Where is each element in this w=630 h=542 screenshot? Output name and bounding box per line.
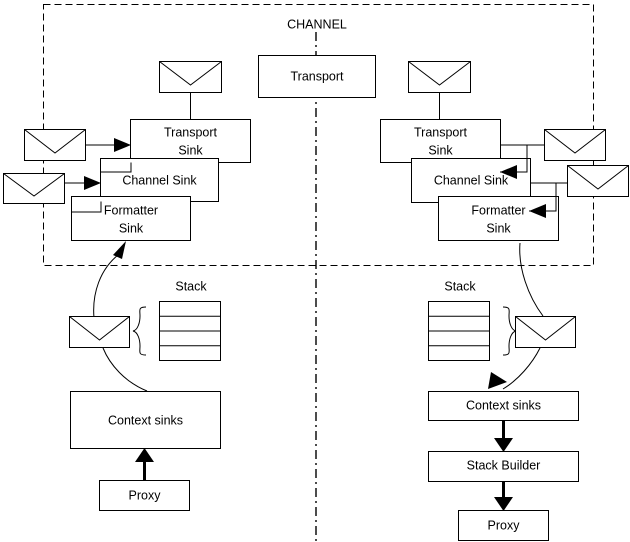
right-stack-builder-node[interactable]: Stack Builder bbox=[428, 451, 579, 482]
transport-label: Transport bbox=[290, 69, 344, 83]
right-formatter-sink-label-2: Sink bbox=[486, 221, 511, 235]
right-formatter-sink-label-1: Formatter bbox=[471, 203, 525, 217]
envelope-flap-icon bbox=[567, 165, 629, 190]
left-proxy-node[interactable]: Proxy bbox=[99, 480, 190, 511]
left-transport-sink-node[interactable]: Transport Sink bbox=[130, 119, 251, 163]
left-context-sinks-label: Context sinks bbox=[108, 413, 183, 427]
envelope-flap-icon bbox=[544, 129, 606, 154]
right-transport-sink-box[interactable] bbox=[380, 119, 501, 163]
left-context-sinks-node[interactable]: Context sinks bbox=[70, 391, 221, 449]
left-formatter-sink-box[interactable] bbox=[71, 196, 191, 241]
right-upper-message-envelope[interactable] bbox=[544, 129, 606, 161]
envelope-icon[interactable] bbox=[567, 165, 629, 197]
right-channel-sink-box[interactable] bbox=[411, 158, 531, 203]
arrow-head-icon bbox=[494, 438, 513, 452]
left-channel-to-formatter-elbow bbox=[72, 201, 102, 213]
envelope-icon[interactable] bbox=[3, 173, 65, 204]
curly-brace-icon bbox=[502, 306, 517, 356]
left-transport-sink-box[interactable] bbox=[130, 119, 251, 163]
envelope-icon[interactable] bbox=[544, 129, 606, 161]
right-proxy-node[interactable]: Proxy bbox=[458, 510, 549, 541]
right-formatter-sink-box[interactable] bbox=[438, 196, 559, 241]
left-proxy-box[interactable] bbox=[99, 480, 190, 511]
transport-node[interactable]: Transport bbox=[258, 55, 376, 98]
right-channel-sink-label: Channel Sink bbox=[434, 173, 509, 187]
right-downward-message-curve bbox=[519, 242, 544, 317]
right-stack-envelope[interactable] bbox=[515, 316, 576, 348]
right-stack-table bbox=[428, 301, 490, 361]
left-transport-envelope[interactable] bbox=[159, 61, 222, 93]
curly-brace-icon bbox=[132, 306, 147, 356]
left-formatter-sink-label-2: Sink bbox=[119, 221, 144, 235]
left-upper-message-envelope[interactable] bbox=[24, 129, 86, 161]
arrow-head-icon bbox=[114, 138, 131, 152]
right-lower-message-envelope[interactable] bbox=[567, 165, 629, 197]
channel-label: CHANNEL bbox=[287, 17, 347, 31]
left-channel-sink-box[interactable] bbox=[100, 158, 219, 202]
right-proxy-label: Proxy bbox=[488, 518, 521, 532]
left-context-sinks-box[interactable] bbox=[70, 391, 221, 449]
envelope-icon[interactable] bbox=[408, 61, 471, 93]
arrow-head-icon bbox=[529, 204, 546, 218]
right-proxy-box[interactable] bbox=[458, 510, 549, 541]
envelope-flap-icon bbox=[69, 316, 130, 341]
envelope-flap-icon bbox=[408, 61, 471, 86]
left-formatter-sink-node[interactable]: Formatter Sink bbox=[71, 196, 191, 241]
right-transport-sink-node[interactable]: Transport Sink bbox=[380, 119, 501, 163]
right-stack-builder-label: Stack Builder bbox=[467, 458, 541, 472]
left-lower-message-envelope[interactable] bbox=[3, 173, 65, 204]
right-context-sinks-label: Context sinks bbox=[466, 398, 541, 412]
left-channel-sink-node[interactable]: Channel Sink bbox=[100, 158, 219, 202]
left-transport-sink-label-1: Transport bbox=[164, 125, 218, 139]
arrow-head-icon bbox=[84, 176, 101, 190]
left-proxy-label: Proxy bbox=[129, 488, 162, 502]
left-downward-message-curve bbox=[102, 347, 148, 392]
envelope-icon[interactable] bbox=[159, 61, 222, 93]
arrow-head-icon bbox=[113, 241, 126, 259]
transport-box[interactable] bbox=[258, 55, 376, 98]
left-stack-envelope[interactable] bbox=[69, 316, 130, 348]
right-stack-builder-box[interactable] bbox=[428, 451, 579, 482]
right-stack-label: Stack bbox=[444, 279, 476, 293]
arrow-head-icon bbox=[500, 165, 517, 179]
envelope-flap-icon bbox=[3, 173, 65, 197]
envelope-icon[interactable] bbox=[69, 316, 130, 348]
left-transport-sink-label-2: Sink bbox=[178, 143, 203, 157]
right-transport-envelope[interactable] bbox=[408, 61, 471, 93]
right-context-sinks-node[interactable]: Context sinks bbox=[428, 391, 579, 421]
arrow-head-icon bbox=[494, 497, 513, 511]
right-context-entry-curve bbox=[502, 347, 541, 390]
left-transport-to-channel-elbow bbox=[101, 162, 132, 173]
right-transport-sink-label-1: Transport bbox=[414, 125, 468, 139]
arrow-head-icon bbox=[488, 372, 507, 389]
right-transport-sink-label-2: Sink bbox=[428, 143, 453, 157]
left-stack-table bbox=[159, 301, 221, 361]
left-channel-sink-label: Channel Sink bbox=[122, 173, 197, 187]
right-channel-sink-node[interactable]: Channel Sink bbox=[411, 158, 531, 203]
envelope-flap-icon bbox=[24, 129, 86, 154]
envelope-icon[interactable] bbox=[515, 316, 576, 348]
left-upward-message-curve bbox=[93, 251, 123, 319]
right-formatter-sink-node[interactable]: Formatter Sink bbox=[438, 196, 559, 241]
envelope-flap-icon bbox=[159, 61, 222, 86]
arrow-head-icon bbox=[135, 448, 154, 462]
envelope-flap-icon bbox=[515, 316, 576, 341]
envelope-icon[interactable] bbox=[24, 129, 86, 161]
left-stack-label: Stack bbox=[175, 279, 207, 293]
right-context-sinks-box[interactable] bbox=[428, 391, 579, 421]
left-formatter-sink-label-1: Formatter bbox=[104, 203, 158, 217]
